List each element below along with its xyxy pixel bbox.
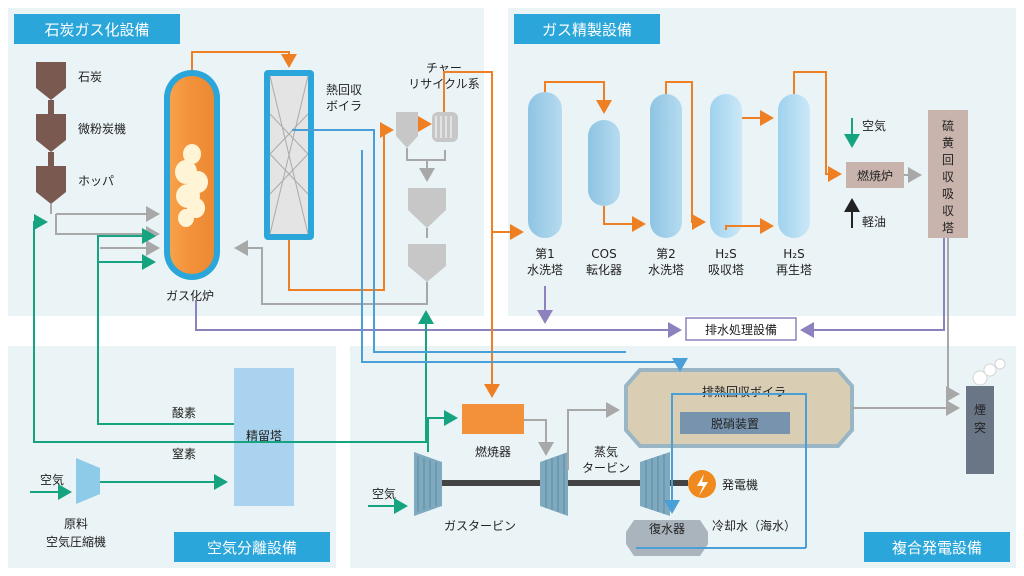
gasifier-label: ガス化炉 bbox=[166, 289, 214, 303]
svg-text:空気圧縮機: 空気圧縮機 bbox=[46, 534, 106, 549]
generator: 発電機 bbox=[688, 470, 758, 498]
h2s-absorber: H₂S 吸収塔 bbox=[708, 94, 744, 277]
washer-tower-2: 第2 水洗塔 bbox=[648, 94, 684, 277]
compressor-air-label: 空気 bbox=[40, 472, 64, 487]
svg-text:複合発電設備: 複合発電設備 bbox=[892, 539, 982, 557]
gt-air-label: 空気 bbox=[372, 486, 396, 501]
svg-text:水洗塔: 水洗塔 bbox=[648, 263, 684, 277]
incinerator: 燃焼炉 bbox=[846, 162, 904, 188]
char-cyclone bbox=[396, 112, 418, 148]
coal-line-1 bbox=[55, 214, 160, 242]
boiler-water-line-2 bbox=[361, 150, 688, 372]
sulfur-recovery-label-char: 収 bbox=[942, 204, 954, 218]
pulverizer-label: 微粉炭機 bbox=[78, 121, 126, 136]
steam-line bbox=[664, 393, 807, 548]
pulverizer-box bbox=[36, 114, 66, 152]
sulfur-recovery-label-char: 塔 bbox=[942, 221, 954, 235]
sulfur-recovery-label-char: 硫 bbox=[942, 118, 954, 133]
sulfur-recovery-label-char: 吸 bbox=[942, 187, 954, 201]
char-return-line bbox=[234, 240, 428, 305]
condenser: 復水器 bbox=[626, 520, 708, 556]
svg-text:タービン: タービン bbox=[582, 461, 630, 475]
heat-recovery-boiler: 熱回収 ボイラ bbox=[264, 70, 362, 240]
svg-text:第1: 第1 bbox=[535, 247, 555, 261]
svg-text:復水器: 復水器 bbox=[649, 521, 685, 536]
syngas-line-2 bbox=[288, 122, 394, 291]
svg-text:石炭ガス化設備: 石炭ガス化設備 bbox=[44, 21, 149, 39]
lightning-icon bbox=[697, 474, 708, 496]
svg-text:蒸気: 蒸気 bbox=[594, 444, 618, 459]
svg-text:発電機: 発電機 bbox=[722, 477, 758, 492]
denox-label: 脱硝装置 bbox=[711, 416, 759, 431]
gas-turbine: ガスタービン bbox=[414, 452, 568, 533]
svg-text:H₂S: H₂S bbox=[783, 247, 804, 261]
hopper-label: ホッパ bbox=[78, 174, 114, 188]
svg-text:硫黄回収吸収塔: 硫黄回収吸収塔 bbox=[942, 118, 954, 235]
section-title-combined-cycle: 複合発電設備 bbox=[864, 532, 1010, 562]
wastewater-treatment: 排水処理設備 bbox=[685, 317, 797, 341]
sulfur-recovery-absorber: 硫黄回収吸収塔 bbox=[928, 110, 968, 238]
svg-text:燃焼炉: 燃焼炉 bbox=[857, 168, 893, 183]
stack-label-char: 突 bbox=[974, 420, 986, 435]
wastewater-line-right bbox=[800, 238, 945, 338]
svg-text:精留塔: 精留塔 bbox=[246, 429, 282, 443]
svg-text:H₂S: H₂S bbox=[715, 247, 736, 261]
combustor: 燃焼器 bbox=[462, 404, 524, 459]
sulfur-recovery-label-char: 回 bbox=[942, 153, 954, 167]
rectifier-tower: 精留塔 bbox=[234, 368, 294, 506]
coal-feed-chain: 石炭 微粉炭機 ホッパ bbox=[36, 62, 126, 204]
cos-converter: COS 転化器 bbox=[586, 120, 622, 277]
oxygen-label: 酸素 bbox=[172, 405, 196, 420]
syngas-line-1 bbox=[191, 51, 297, 70]
svg-text:排熱回収ボイラ: 排熱回収ボイラ bbox=[702, 385, 786, 399]
sulfur-recovery-label-char: 収 bbox=[942, 170, 954, 184]
char-bin-2 bbox=[408, 244, 446, 282]
oxygen-line bbox=[97, 228, 234, 425]
stack: 煙突 bbox=[966, 358, 1006, 474]
section-title-air-separation: 空気分離設備 bbox=[174, 532, 330, 562]
svg-text:COS: COS bbox=[591, 247, 616, 261]
section-gasification-bg bbox=[8, 8, 484, 316]
washer-tower-1: 第1 水洗塔 bbox=[527, 92, 563, 277]
nitrogen-label: 窒素 bbox=[172, 446, 196, 461]
svg-text:転化器: 転化器 bbox=[586, 263, 622, 277]
heat-recovery-boiler-label-2: ボイラ bbox=[326, 99, 362, 113]
svg-text:煙突: 煙突 bbox=[974, 403, 986, 435]
svg-text:ガス精製設備: ガス精製設備 bbox=[542, 21, 632, 39]
svg-text:吸収塔: 吸収塔 bbox=[708, 263, 744, 277]
svg-text:第2: 第2 bbox=[656, 247, 676, 261]
coal-bunker bbox=[36, 62, 66, 100]
wastewater-line-left bbox=[195, 300, 682, 338]
sulfur-recovery-label-char: 黄 bbox=[942, 136, 954, 150]
stack-label-char: 煙 bbox=[974, 403, 986, 417]
boiler-water-line-1 bbox=[292, 129, 626, 353]
steam-turbine: 蒸気 タービン bbox=[568, 444, 670, 516]
gasifier: ガス化炉 bbox=[164, 70, 220, 303]
char-bin-1 bbox=[408, 188, 446, 228]
svg-text:排水処理設備: 排水処理設備 bbox=[705, 322, 777, 337]
air-compressor: 原料 空気圧縮機 bbox=[46, 458, 106, 549]
svg-text:再生塔: 再生塔 bbox=[776, 263, 812, 277]
cooling-water-label: 冷却水（海水） bbox=[712, 518, 796, 533]
gasifier-flame bbox=[175, 144, 208, 227]
incinerator-air-label: 空気 bbox=[862, 118, 886, 133]
svg-text:水洗塔: 水洗塔 bbox=[527, 263, 563, 277]
section-title-gas-refining: ガス精製設備 bbox=[514, 14, 660, 44]
heat-recovery-boiler-label-1: 熱回収 bbox=[326, 83, 362, 97]
hrsg: 排熱回収ボイラ 脱硝装置 bbox=[624, 368, 854, 448]
h2s-regenerator: H₂S 再生塔 bbox=[776, 94, 812, 277]
section-title-gasification: 石炭ガス化設備 bbox=[14, 14, 180, 44]
svg-text:原料: 原料 bbox=[64, 517, 88, 531]
svg-text:空気分離設備: 空気分離設備 bbox=[207, 539, 297, 557]
light-oil-label: 軽油 bbox=[862, 215, 886, 229]
coal-label: 石炭 bbox=[78, 70, 102, 84]
svg-text:ガスタービン: ガスタービン bbox=[444, 519, 516, 533]
svg-text:燃焼器: 燃焼器 bbox=[475, 444, 511, 459]
hopper-box bbox=[36, 166, 66, 204]
syngas-to-refining bbox=[443, 71, 524, 240]
